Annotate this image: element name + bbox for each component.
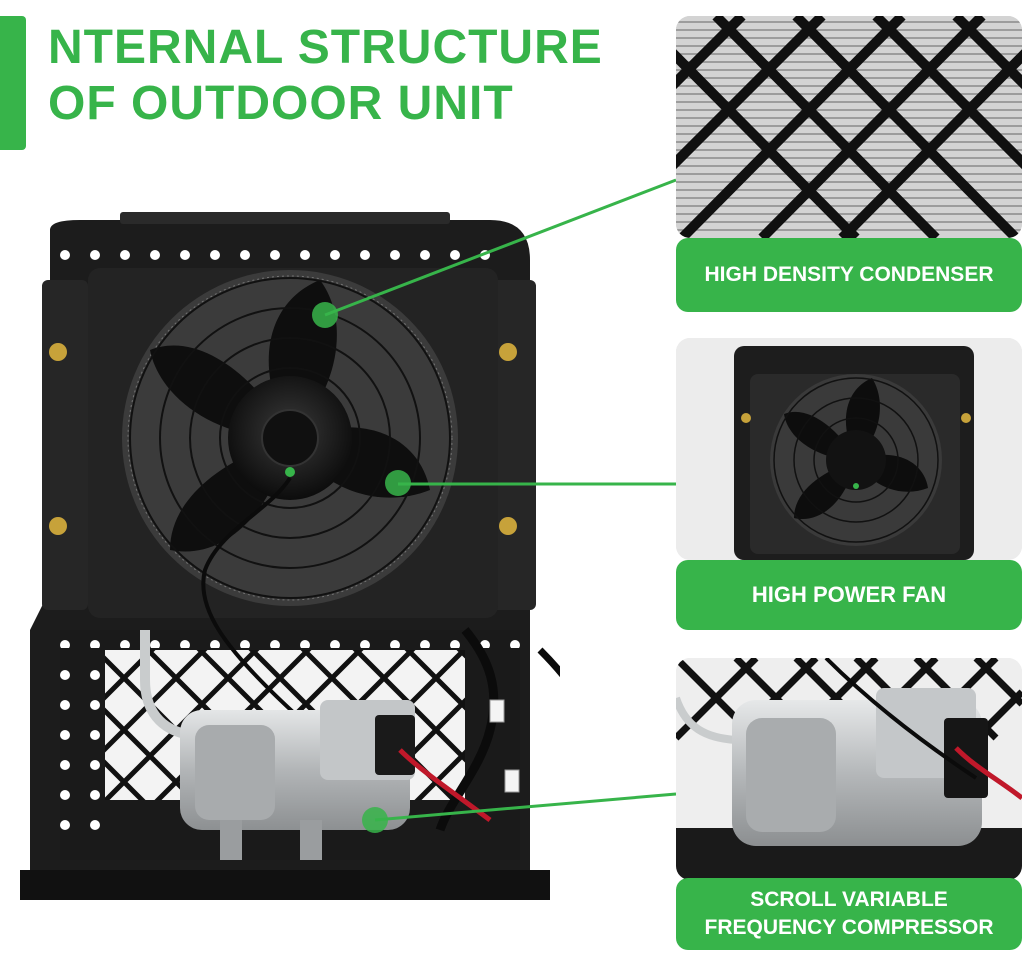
title-line-1: NTERNAL STRUCTURE	[48, 21, 603, 74]
outdoor-unit-illustration	[20, 212, 560, 900]
fan-closeup-image	[676, 338, 1022, 560]
feature-label-fan: HIGH POWER FAN	[676, 560, 1022, 630]
condenser-closeup-image	[676, 16, 1022, 238]
compressor-icon	[676, 658, 1022, 880]
fan-icon	[676, 338, 1022, 560]
feature-label-text-line-1: SCROLL VARIABLE	[750, 888, 948, 911]
compressor-closeup-image	[676, 658, 1022, 880]
title-line-2: OF OUTDOOR UNIT	[48, 77, 514, 130]
page-title: NTERNAL STRUCTURE OF OUTDOOR UNIT	[48, 20, 648, 132]
feature-label-text: HIGH DENSITY CONDENSER	[704, 263, 994, 286]
feature-label-text: HIGH POWER FAN	[751, 582, 947, 607]
feature-label-text-line-2: FREQUENCY COMPRESSOR	[704, 916, 994, 939]
feature-label-condenser: HIGH DENSITY CONDENSER	[676, 238, 1022, 312]
condenser-grille-icon	[676, 16, 1022, 238]
feature-label-compressor: SCROLL VARIABLE FREQUENCY COMPRESSOR	[676, 878, 1022, 950]
title-accent-bar	[0, 16, 26, 150]
